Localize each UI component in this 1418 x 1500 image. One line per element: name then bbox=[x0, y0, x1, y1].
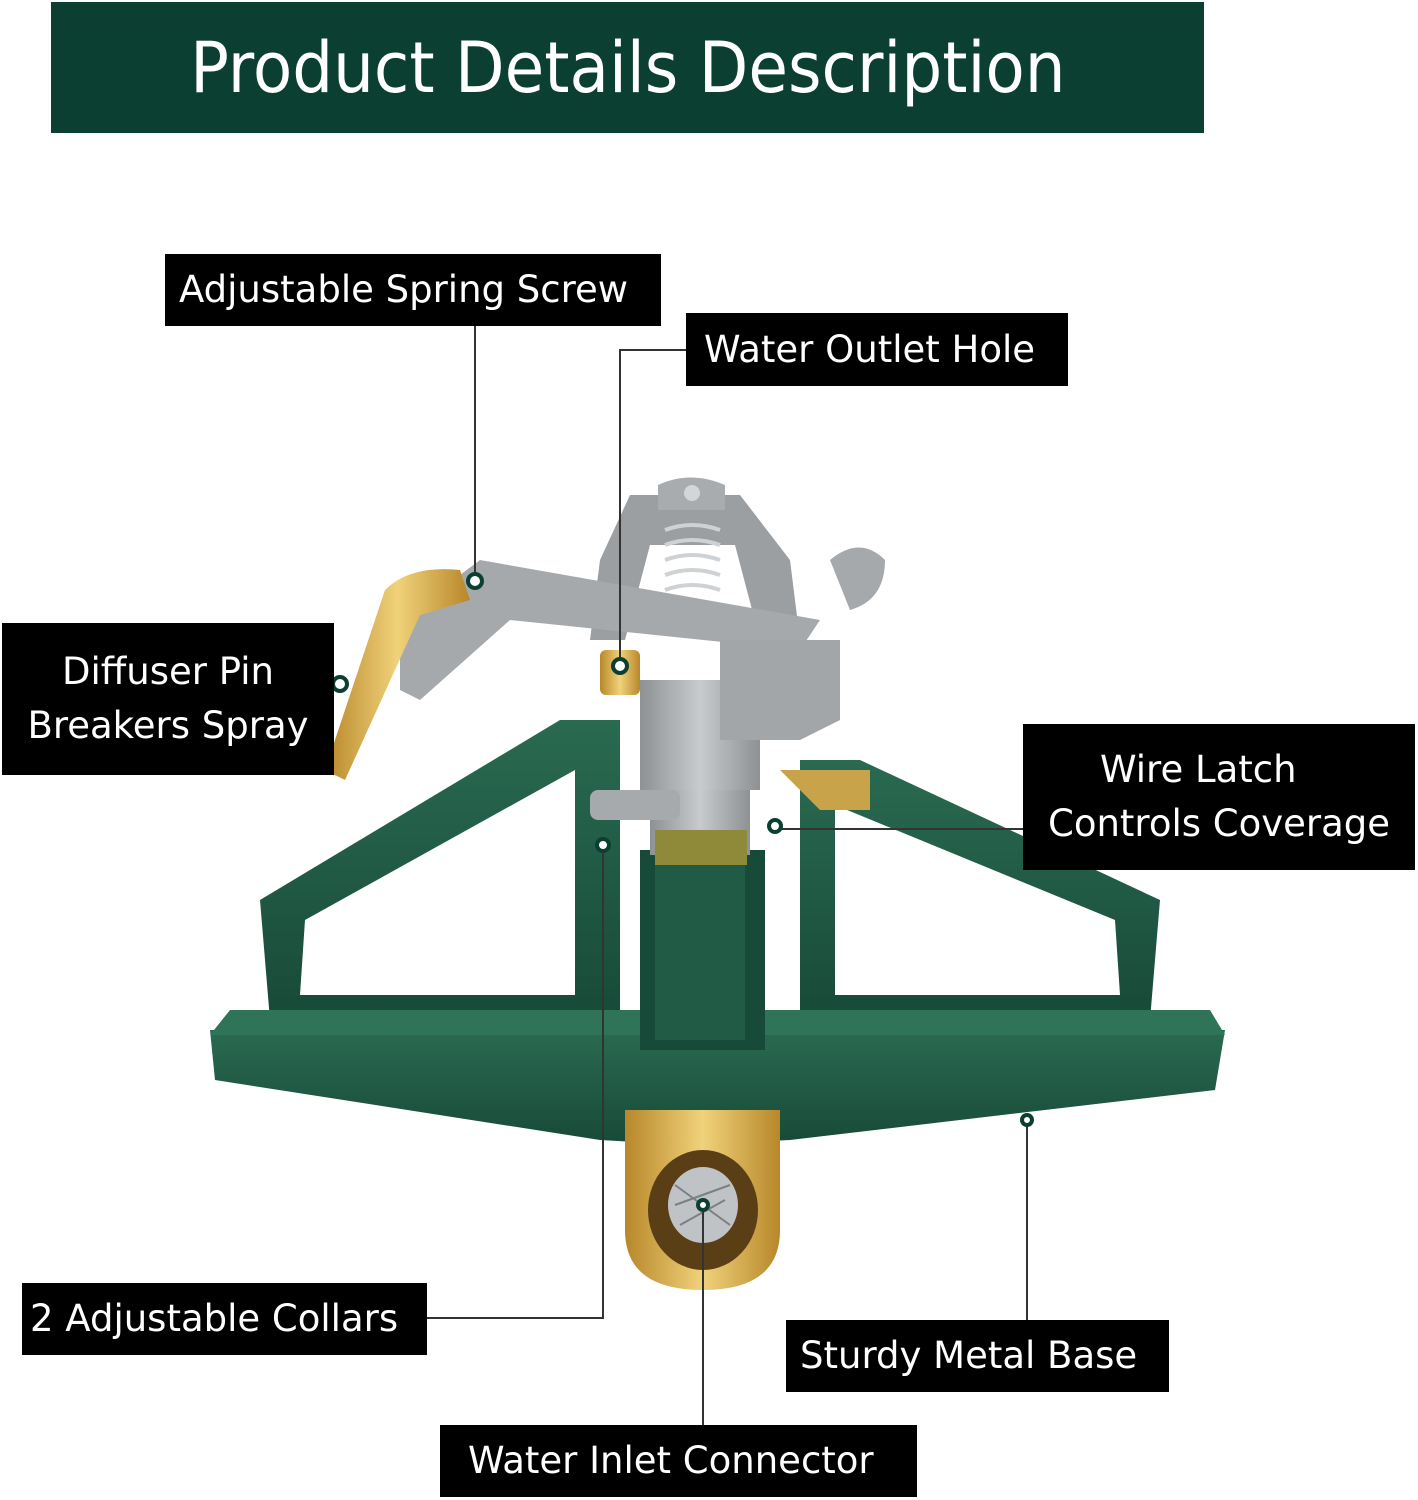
callout-water-outlet-hole: Water Outlet Hole bbox=[686, 313, 1068, 386]
callout-text: Water Inlet Connector bbox=[468, 1439, 874, 1483]
callout-text: 2 Adjustable Collars bbox=[30, 1297, 399, 1341]
callout-adjustable-spring-screw: Adjustable Spring Screw bbox=[165, 254, 661, 326]
callout-text-line2: Controls Coverage bbox=[1048, 802, 1391, 845]
sprinkler-head bbox=[400, 477, 885, 810]
callout-sturdy-metal-base: Sturdy Metal Base bbox=[786, 1320, 1169, 1392]
marker-dots bbox=[331, 572, 1034, 1212]
diffuser-pin bbox=[325, 569, 470, 780]
callout-text: Water Outlet Hole bbox=[704, 327, 1036, 371]
callout-diffuser-pin: Diffuser Pin Breakers Spray bbox=[2, 623, 334, 775]
callout-text: Sturdy Metal Base bbox=[800, 1334, 1138, 1378]
callout-water-inlet-connector: Water Inlet Connector bbox=[440, 1425, 917, 1497]
callout-text-line2: Breakers Spray bbox=[27, 704, 309, 747]
callout-text: Adjustable Spring Screw bbox=[179, 268, 629, 312]
callout-wire-latch: Wire Latch Controls Coverage bbox=[1023, 724, 1415, 870]
metal-base bbox=[210, 720, 1225, 1145]
title-banner: Product Details Description bbox=[51, 2, 1204, 133]
adjustable-collars bbox=[590, 790, 750, 865]
callout-adjustable-collars: 2 Adjustable Collars bbox=[22, 1283, 427, 1355]
callout-text-line1: Wire Latch bbox=[1100, 748, 1297, 792]
callout-text-line1: Diffuser Pin bbox=[62, 650, 274, 694]
leader-lines bbox=[334, 326, 1028, 1427]
page-title: Product Details Description bbox=[189, 26, 1066, 109]
